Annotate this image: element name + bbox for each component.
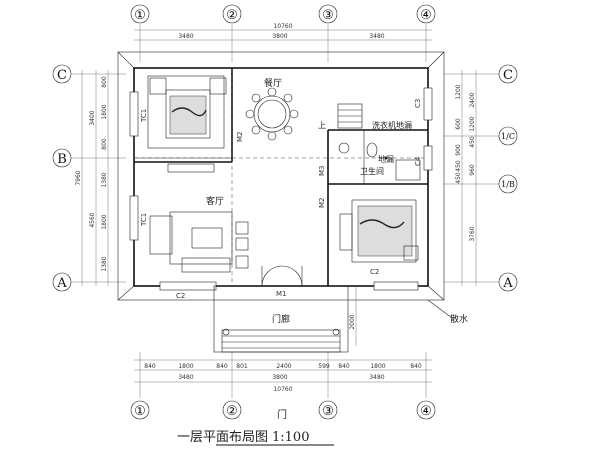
building-outline xyxy=(117,51,445,301)
windows xyxy=(129,87,433,291)
label-window-c2-a: C2 xyxy=(176,292,185,300)
left-axis-labels: C B A xyxy=(52,64,126,292)
dim-bottom-seg-3: 3480 xyxy=(369,374,384,381)
bathroom-fixtures xyxy=(338,142,421,181)
label-window-c4: C4 xyxy=(414,156,422,166)
dim-right-inner-5: 3760 xyxy=(469,226,476,241)
dim-right-detail-5: 450 xyxy=(455,172,462,184)
dim-left-detail-2: 1800 xyxy=(101,104,108,119)
dim-right-inner-1: 2400 xyxy=(469,92,476,107)
dim-left-total: 7960 xyxy=(75,170,82,185)
dim-bottom-total: 10760 xyxy=(273,386,292,393)
label-drainage: 散水 xyxy=(450,313,468,325)
dim-right-inner-2: 1200 xyxy=(469,116,476,131)
porch: 2000 xyxy=(213,285,357,353)
bedroom-2-furniture xyxy=(339,199,419,263)
dim-porch-depth: 2000 xyxy=(349,314,356,329)
bottom-axis-labels: ① ② ③ ④ 门 xyxy=(130,400,436,421)
dim-right-detail-1: 1200 xyxy=(455,84,462,99)
label-stair-up: 上 xyxy=(318,121,326,130)
dim-left-detail-6: 1380 xyxy=(101,256,108,271)
axis-col-4: ④ xyxy=(420,8,432,23)
dim-bottom-detail-8: 1800 xyxy=(370,363,385,370)
label-bathroom: 卫生间 xyxy=(360,166,384,176)
axis-row-right-c: C xyxy=(503,68,513,83)
dim-left-inner-2: 4560 xyxy=(89,212,96,227)
label-living: 客厅 xyxy=(206,195,224,207)
drainage-note: 散水 xyxy=(427,299,468,325)
dim-bottom-detail-7: 840 xyxy=(338,363,350,370)
top-dimension-lines: 10760 3480 3800 3480 xyxy=(134,23,432,62)
stair xyxy=(337,103,363,129)
dim-bottom-detail-5: 2400 xyxy=(276,363,291,370)
axis-col-2-bottom: ② xyxy=(226,404,238,419)
window-labels: TC1 TC1 C2 C2 C3 C4 xyxy=(140,99,422,300)
bedroom-1-furniture xyxy=(147,75,227,149)
dim-top-seg-1: 3480 xyxy=(178,33,193,40)
right-axis-labels: C 1/C 1/B A xyxy=(444,64,518,292)
dim-right-detail-2: 600 xyxy=(455,118,462,130)
label-window-tc1-a: TC1 xyxy=(140,109,148,123)
label-dining: 餐厅 xyxy=(264,77,282,89)
dim-bottom-detail-3: 840 xyxy=(216,363,228,370)
dim-bottom-detail-1: 840 xyxy=(144,363,156,370)
doors xyxy=(261,265,303,287)
dim-bottom-seg-2: 3800 xyxy=(272,374,287,381)
dining-table xyxy=(245,87,299,141)
label-window-tc1-b: TC1 xyxy=(140,213,148,227)
dim-right-detail-3: 900 xyxy=(455,144,462,156)
axis-col-3-bottom: ③ xyxy=(322,404,334,419)
label-window-c3: C3 xyxy=(414,99,422,108)
axis-col-3: ③ xyxy=(322,8,334,23)
dim-top-seg-3: 3480 xyxy=(369,33,384,40)
dim-right-inner-3: 450 xyxy=(469,136,476,148)
left-dimension-lines: 7960 3400 4560 800 1800 800 1380 1800 13… xyxy=(75,70,109,286)
label-door-m2-b: M2 xyxy=(318,198,326,209)
dim-right-inner-4: 960 xyxy=(469,164,476,176)
label-floor-drain: 地漏 xyxy=(378,154,394,164)
dim-left-inner-1: 3400 xyxy=(89,110,96,125)
axis-row-right-1b: 1/B xyxy=(501,180,515,189)
axis-row-right-1c: 1/C xyxy=(501,132,515,141)
dim-left-detail-5: 1800 xyxy=(101,214,108,229)
door-labels: M1 M2 M2 M3 xyxy=(236,132,326,299)
dim-bottom-seg-1: 3480 xyxy=(178,374,193,381)
title-scale: 1:100 xyxy=(272,430,309,445)
drawing-title: 一层平面布局图 1:100 xyxy=(177,430,334,446)
label-laundry: 洗衣机地漏 xyxy=(372,120,412,130)
axis-row-left-c: C xyxy=(57,68,67,83)
axis-col-4-bottom: ④ xyxy=(420,404,432,419)
right-dimension-lines: 1200 600 900 450 450 2400 1200 450 960 3… xyxy=(455,70,477,286)
label-porch: 门廊 xyxy=(272,313,290,325)
dim-left-detail-3: 800 xyxy=(101,138,108,150)
axis-row-left-a: A xyxy=(56,276,67,291)
room-labels: 餐厅 客厅 卫生间 洗衣机地漏 地漏 门廊 上 xyxy=(206,77,412,325)
dim-bottom-detail-6: 599 xyxy=(318,363,330,370)
dim-left-detail-1: 800 xyxy=(101,76,108,88)
dim-right-detail-4: 450 xyxy=(455,160,462,172)
axis-col-1-bottom: ① xyxy=(134,404,146,419)
dim-bottom-detail-4: 801 xyxy=(236,363,248,370)
axis-col-2: ② xyxy=(226,8,238,23)
dim-bottom-detail-2: 1800 xyxy=(178,363,193,370)
title-text: 一层平面布局图 xyxy=(177,430,268,445)
label-gate: 门 xyxy=(277,408,287,421)
label-window-c2-b: C2 xyxy=(370,268,379,276)
bottom-dimension-lines: 840 1800 840 801 2400 599 840 1800 840 3… xyxy=(134,352,432,398)
dim-top-total: 10760 xyxy=(273,23,292,30)
label-door-m1: M1 xyxy=(276,290,287,298)
dim-top-seg-2: 3800 xyxy=(272,33,287,40)
dim-left-detail-4: 1380 xyxy=(101,172,108,187)
label-door-m3: M3 xyxy=(318,166,326,177)
top-axis-labels: ① ② ③ ④ xyxy=(130,4,436,24)
axis-row-left-b: B xyxy=(57,152,67,167)
axis-col-1: ① xyxy=(134,8,146,23)
living-room-furniture xyxy=(149,211,249,273)
dim-bottom-detail-9: 840 xyxy=(410,363,422,370)
axis-row-right-a: A xyxy=(502,276,513,291)
label-door-m2-a: M2 xyxy=(236,132,244,143)
